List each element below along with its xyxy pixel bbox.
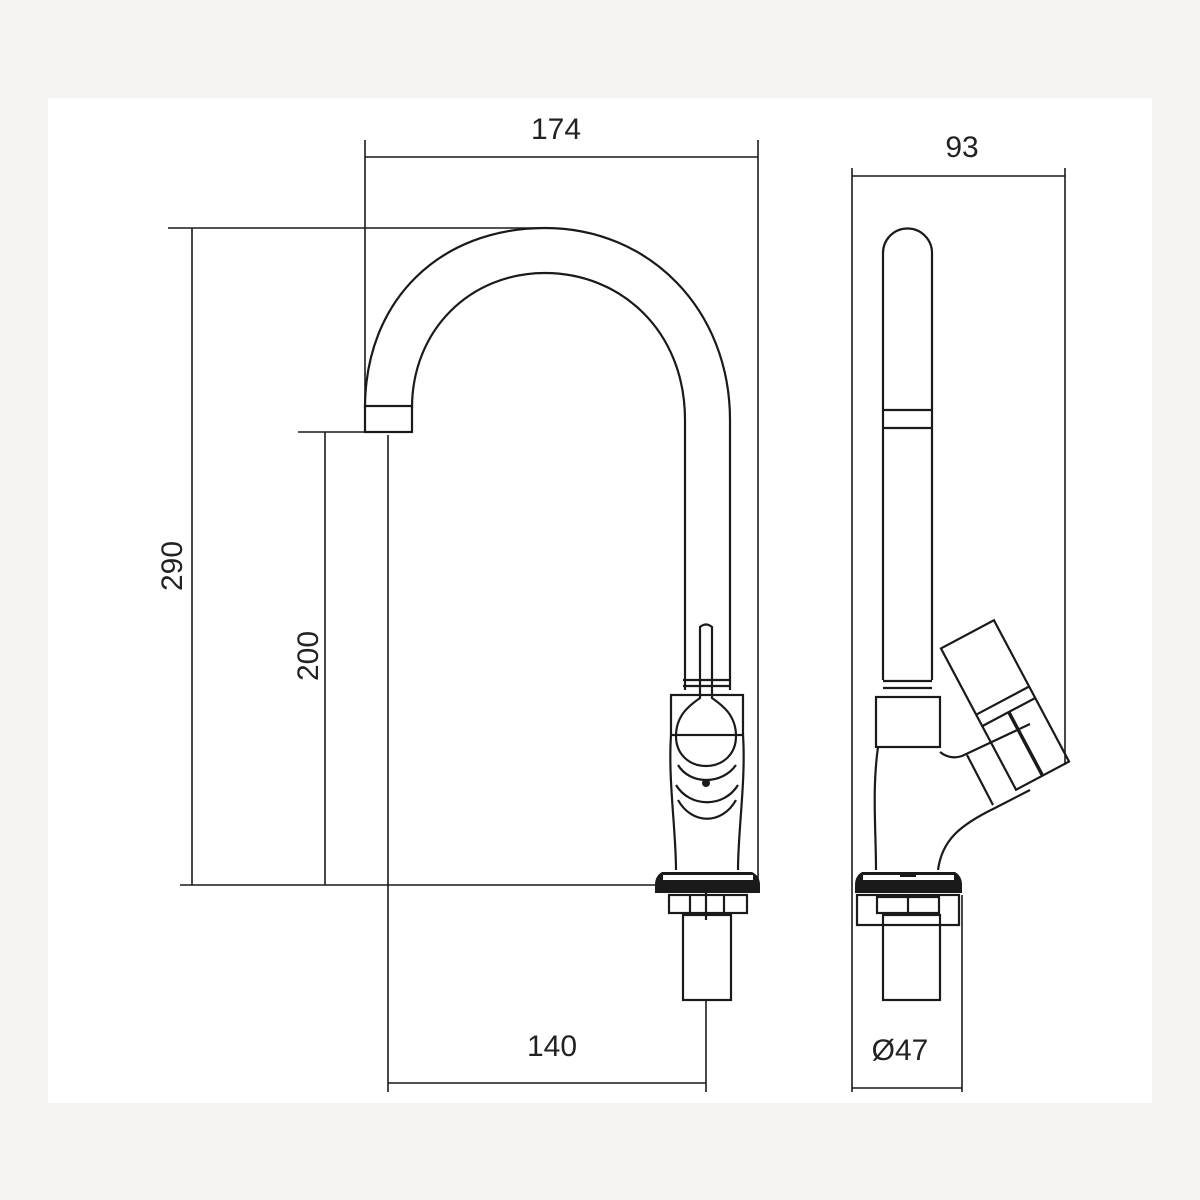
side-view: 93 Ø47 <box>851 131 1071 1092</box>
handle-lever <box>674 623 738 768</box>
dimension-174: 174 <box>364 113 759 885</box>
height-dimension-label: 290 <box>156 541 189 591</box>
front-view: 174 290 200 140 <box>156 113 760 1092</box>
drawing-sheet <box>48 98 1152 1103</box>
dimension-diameter-47: Ø47 <box>852 895 963 1092</box>
dimension-290: 290 <box>156 227 655 886</box>
base-diameter-label: Ø47 <box>872 1034 929 1067</box>
spout <box>363 226 732 690</box>
reach-dimension-label: 140 <box>527 1030 577 1063</box>
side-spout <box>881 227 934 690</box>
dimension-140: 140 <box>387 435 707 1092</box>
faucet-base <box>655 872 760 1002</box>
spout-height-dimension-label: 200 <box>292 631 325 681</box>
dimension-200: 200 <box>292 431 365 885</box>
faucet-body <box>669 678 745 871</box>
side-base <box>855 872 962 1002</box>
width-dimension-label: 174 <box>531 113 581 146</box>
side-body <box>873 695 1031 871</box>
side-handle <box>939 618 1071 792</box>
depth-dimension-label: 93 <box>945 131 978 164</box>
dimension-93: 93 <box>851 131 1066 1092</box>
